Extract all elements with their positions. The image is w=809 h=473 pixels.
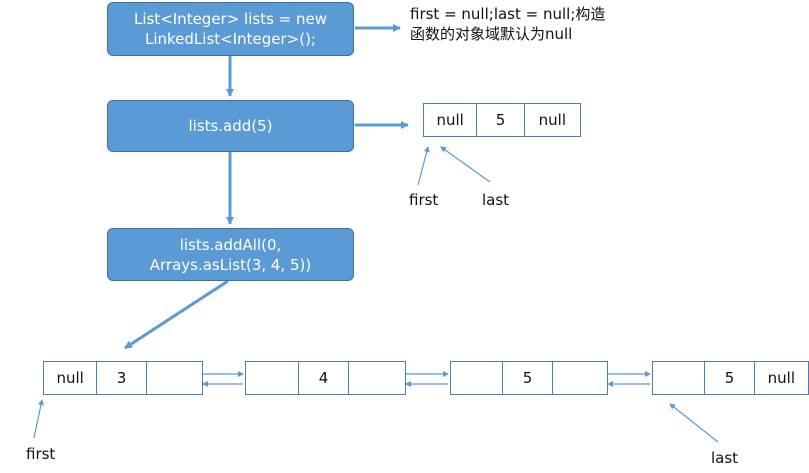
step-create-line1: List<Integer> lists = new bbox=[133, 10, 328, 28]
chain-last-label: last bbox=[711, 449, 739, 467]
chain-node-3-next bbox=[553, 362, 607, 394]
chain-node-1: null 3 bbox=[43, 361, 203, 395]
pointer-last-chain bbox=[669, 403, 719, 443]
chain-node-1-prev: null bbox=[44, 362, 98, 394]
step-addall-line1: lists.addAll(0, bbox=[179, 235, 282, 254]
single-node: null 5 null bbox=[423, 103, 581, 137]
constructor-note-line1: first = null;last = null;构造 bbox=[410, 5, 606, 23]
chain-node-3: 5 bbox=[450, 361, 608, 395]
chain-node-4: 5 null bbox=[652, 361, 809, 395]
arrow-step3-to-chain bbox=[124, 279, 229, 350]
chain-node-2-prev bbox=[246, 362, 300, 394]
chain-node-1-next bbox=[147, 362, 202, 394]
chain-node-2-item: 4 bbox=[299, 362, 349, 394]
chain-first-label: first bbox=[26, 445, 56, 463]
step-addall-line2: Arrays.asList(3, 4, 5)) bbox=[149, 255, 312, 274]
pointer-first-single bbox=[417, 146, 430, 186]
single-node-next: null bbox=[538, 111, 567, 129]
chain-node-2: 4 bbox=[245, 361, 406, 395]
step-add-label: lists.add(5) bbox=[188, 117, 273, 135]
step-addall: lists.addAll(0, Arrays.asList(3, 4, 5)) bbox=[107, 228, 354, 281]
chain-node-3-prev bbox=[451, 362, 504, 394]
single-last-label: last bbox=[482, 191, 510, 209]
chain-node-1-item: 3 bbox=[97, 362, 147, 394]
pointer-last-single bbox=[440, 146, 491, 183]
chain-node-4-item: 5 bbox=[705, 362, 755, 394]
chain-node-3-item: 5 bbox=[503, 362, 553, 394]
constructor-note: first = null;last = null;构造 函数的对象域默认为nul… bbox=[410, 4, 605, 44]
chain-node-4-prev bbox=[653, 362, 706, 394]
single-node-prev: null bbox=[424, 104, 478, 136]
single-node-item: 5 bbox=[477, 104, 525, 136]
chain-node-4-next: null bbox=[767, 369, 796, 387]
constructor-note-line2: 函数的对象域默认为null bbox=[410, 25, 573, 43]
step-create-list: List<Integer> lists = new LinkedList<Int… bbox=[107, 2, 354, 56]
step-add: lists.add(5) bbox=[107, 100, 354, 152]
pointer-first-chain bbox=[33, 399, 44, 439]
single-first-label: first bbox=[409, 191, 439, 209]
chain-node-2-next bbox=[349, 362, 405, 394]
step-create-line2: LinkedList<Integer>(); bbox=[144, 30, 316, 48]
